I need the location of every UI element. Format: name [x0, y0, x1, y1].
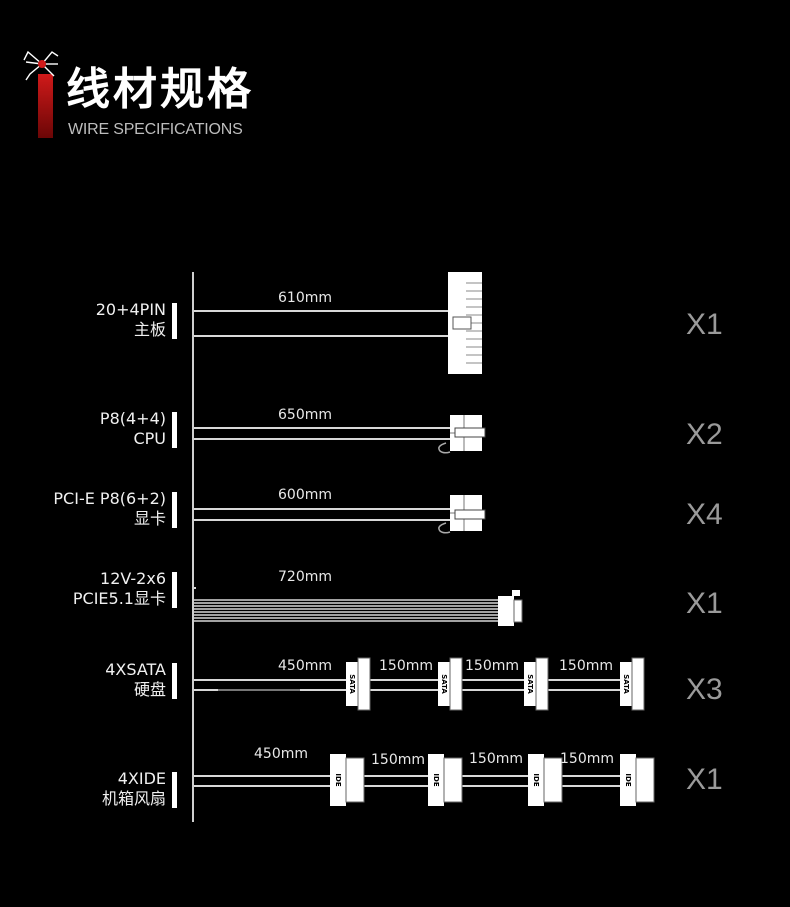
length-label: 650mm [278, 407, 332, 423]
label-marker [172, 663, 177, 699]
label-marker [172, 303, 177, 339]
cable-name-pcie: PCI-E P8(6+2) [53, 489, 166, 508]
length-label: 150mm [559, 658, 613, 674]
ide-connector-label: IDE [532, 773, 540, 786]
connector-ide [620, 754, 655, 806]
page-subtitle: WIRE SPECIFICATIONS [68, 121, 243, 138]
connector-sata [346, 657, 371, 711]
ide-connector-label: IDE [432, 773, 440, 786]
cable-12v-2x6 [194, 587, 523, 626]
length-label: 450mm [278, 658, 332, 674]
connector-sata [438, 657, 463, 711]
cable-use-24pin: 主板 [133, 320, 166, 339]
header-accent-bar [38, 74, 53, 138]
cable-use-12v: PCIE5.1显卡 [72, 589, 166, 608]
label-marker [172, 772, 177, 808]
cable-sata [194, 657, 645, 711]
length-label: 150mm [379, 658, 433, 674]
sata-connector-label: SATA [526, 674, 534, 694]
cable-use-pcie: 显卡 [133, 509, 166, 528]
length-label: 600mm [278, 487, 332, 503]
length-label: 610mm [278, 290, 332, 306]
cable-use-cpu: CPU [133, 429, 166, 448]
quantity-cpu: X2 [686, 418, 723, 451]
cable-24pin [194, 272, 482, 374]
page-title: 线材规格 [66, 64, 254, 115]
sata-connector-label: SATA [348, 674, 356, 694]
connector-ide [528, 754, 563, 806]
quantity-pcie: X4 [686, 498, 723, 531]
length-label: 150mm [469, 751, 523, 767]
cable-cpu-8pin [194, 415, 486, 454]
cable-ide [194, 754, 655, 806]
cable-name-cpu: P8(4+4) [99, 409, 166, 428]
connector-ide [330, 754, 365, 806]
length-label: 450mm [254, 746, 308, 762]
sata-connector-label: SATA [440, 674, 448, 694]
ide-connector-label: IDE [624, 773, 632, 786]
quantity-sata: X3 [686, 673, 723, 706]
label-marker [172, 572, 177, 608]
sata-connector-label: SATA [622, 674, 630, 694]
connector-ide [428, 754, 463, 806]
length-label: 150mm [371, 752, 425, 768]
connector-sata [620, 657, 645, 711]
cable-pcie-8pin [194, 495, 486, 534]
cable-name-ide: 4XIDE [117, 769, 166, 788]
label-marker [172, 492, 177, 528]
quantity-ide: X1 [686, 763, 723, 796]
connector-sata [524, 657, 549, 711]
ide-connector-label: IDE [334, 773, 342, 786]
connector-12v-2x6 [498, 596, 514, 626]
length-label: 720mm [278, 569, 332, 585]
length-label: 150mm [465, 658, 519, 674]
spider-logo-icon [23, 50, 59, 81]
cable-name-24pin: 20+4PIN [95, 300, 166, 319]
cable-use-ide: 机箱风扇 [101, 789, 166, 808]
length-label: 150mm [560, 751, 614, 767]
cable-name-12v: 12V-2x6 [100, 569, 166, 588]
quantity-24pin: X1 [686, 308, 723, 341]
cable-name-sata: 4XSATA [105, 660, 166, 679]
quantity-12v: X1 [686, 587, 723, 620]
cable-use-sata: 硬盘 [133, 680, 166, 699]
label-marker [172, 412, 177, 448]
